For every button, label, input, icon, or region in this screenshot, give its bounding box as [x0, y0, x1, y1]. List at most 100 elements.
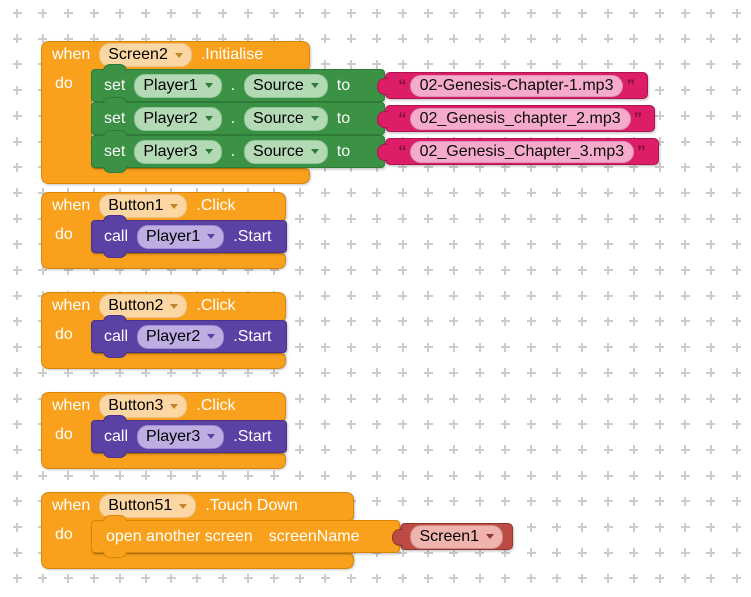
component-dropdown-button2[interactable]: Button2 — [99, 294, 188, 318]
grid-cross-icon — [552, 342, 562, 352]
call-row: call Player3 .Start — [91, 415, 287, 458]
property-dropdown-source[interactable]: Source — [244, 139, 328, 164]
grid-cross-icon — [372, 573, 382, 583]
grid-cross-icon — [12, 291, 22, 301]
grid-cross-icon — [372, 419, 382, 429]
screen-dropdown-screen1[interactable]: Screen1 — [410, 524, 504, 549]
grid-cross-icon — [346, 573, 356, 583]
grid-cross-icon — [500, 188, 510, 198]
grid-cross-icon — [706, 316, 716, 326]
grid-cross-icon — [423, 368, 433, 378]
set-player3-source-block[interactable]: set Player3 . Source to — [91, 130, 386, 173]
component-dropdown-player3[interactable]: Player3 — [137, 424, 225, 449]
grid-cross-icon — [552, 59, 562, 69]
text-block-mp3-2[interactable]: “ 02_Genesis_chapter_2.mp3 ” — [377, 105, 656, 132]
grid-cross-icon — [372, 496, 382, 506]
grid-cross-icon — [629, 316, 639, 326]
dropdown-arrow-icon — [310, 83, 319, 88]
component-dropdown-player2[interactable]: Player2 — [134, 106, 222, 131]
text-block-mp3-3[interactable]: “ 02_Genesis_Chapter_3.mp3 ” — [377, 138, 659, 165]
grid-cross-icon — [680, 471, 690, 481]
grid-cross-icon — [372, 368, 382, 378]
grid-cross-icon — [526, 59, 536, 69]
grid-cross-icon — [295, 368, 305, 378]
call-player3-start-block[interactable]: call Player3 .Start — [91, 415, 287, 458]
grid-cross-icon — [475, 342, 485, 352]
grid-cross-icon — [629, 548, 639, 558]
grid-cross-icon — [346, 59, 356, 69]
grid-cross-icon — [500, 573, 510, 583]
to-label: to — [336, 142, 351, 160]
call-player2-start-block[interactable]: call Player2 .Start — [91, 315, 287, 358]
grid-cross-icon — [706, 59, 716, 69]
grid-cross-icon — [655, 188, 664, 198]
grid-cross-icon — [732, 368, 742, 378]
set-player1-source-block[interactable]: set Player1 . Source to — [91, 64, 386, 107]
grid-cross-icon — [449, 291, 459, 301]
set-source-row: set Player1 . Source to “ 02-Genesis-Cha… — [91, 64, 659, 107]
grid-cross-icon — [577, 522, 587, 532]
text-block-mp3-1[interactable]: “ 02-Genesis-Chapter-1.mp3 ” — [377, 72, 648, 99]
grid-cross-icon — [552, 8, 562, 18]
grid-cross-icon — [449, 496, 459, 506]
grid-cross-icon — [475, 214, 485, 224]
grid-cross-icon — [295, 573, 305, 583]
grid-cross-icon — [12, 342, 22, 352]
grid-cross-icon — [423, 239, 433, 249]
grid-cross-icon — [372, 8, 382, 18]
text-value-field[interactable]: 02_Genesis_Chapter_3.mp3 — [409, 140, 635, 163]
grid-cross-icon — [706, 34, 716, 44]
grid-cross-icon — [655, 342, 664, 352]
property-dropdown-source[interactable]: Source — [244, 73, 328, 98]
grid-cross-icon — [320, 265, 330, 275]
grid-cross-icon — [475, 573, 485, 583]
call-label: call — [104, 427, 129, 445]
grid-cross-icon — [603, 548, 613, 558]
grid-cross-icon — [500, 8, 510, 18]
grid-cross-icon — [732, 291, 742, 301]
grid-cross-icon — [38, 8, 48, 18]
grid-cross-icon — [526, 265, 536, 275]
component-dropdown-player1[interactable]: Player1 — [137, 224, 225, 249]
grid-cross-icon — [423, 214, 433, 224]
component-dropdown-button1[interactable]: Button1 — [99, 194, 188, 218]
dot-label: . — [230, 76, 236, 94]
grid-cross-icon — [577, 59, 587, 69]
component-dropdown-player2[interactable]: Player2 — [137, 324, 225, 349]
grid-cross-icon — [63, 471, 73, 481]
grid-cross-icon — [577, 419, 587, 429]
text-value-field[interactable]: 02_Genesis_chapter_2.mp3 — [409, 107, 631, 130]
grid-cross-icon — [577, 342, 587, 352]
open-quote: “ — [398, 109, 407, 128]
grid-cross-icon — [526, 214, 536, 224]
event-header: when Button51 .Touch Down — [41, 492, 298, 520]
grid-cross-icon — [732, 394, 742, 403]
grid-cross-icon — [372, 188, 382, 198]
grid-cross-icon — [655, 265, 664, 275]
screen1-value-block[interactable]: Screen1 — [392, 523, 514, 550]
grid-cross-icon — [706, 445, 716, 455]
grid-cross-icon — [500, 265, 510, 275]
component-dropdown-player1[interactable]: Player1 — [134, 73, 222, 98]
component-dropdown-screen2[interactable]: Screen2 — [99, 43, 192, 67]
close-quote: ” — [626, 76, 635, 95]
open-another-screen-block[interactable]: open another screen screenName — [91, 515, 401, 558]
grid-cross-icon — [732, 85, 742, 95]
grid-cross-icon — [732, 8, 742, 18]
grid-cross-icon — [423, 59, 433, 69]
text-value-field[interactable]: 02-Genesis-Chapter-1.mp3 — [409, 74, 624, 97]
dropdown-arrow-icon — [207, 334, 216, 339]
grid-cross-icon — [320, 573, 330, 583]
component-dropdown-player3[interactable]: Player3 — [134, 139, 222, 164]
grid-cross-icon — [141, 471, 150, 481]
property-dropdown-source[interactable]: Source — [244, 106, 328, 131]
grid-cross-icon — [12, 522, 22, 532]
grid-cross-icon — [732, 188, 742, 198]
grid-cross-icon — [269, 471, 279, 481]
grid-cross-icon — [655, 471, 664, 481]
grid-cross-icon — [346, 394, 356, 403]
grid-cross-icon — [706, 342, 716, 352]
grid-cross-icon — [475, 188, 485, 198]
set-player2-source-block[interactable]: set Player2 . Source to — [91, 97, 386, 140]
call-player1-start-block[interactable]: call Player1 .Start — [91, 215, 287, 258]
